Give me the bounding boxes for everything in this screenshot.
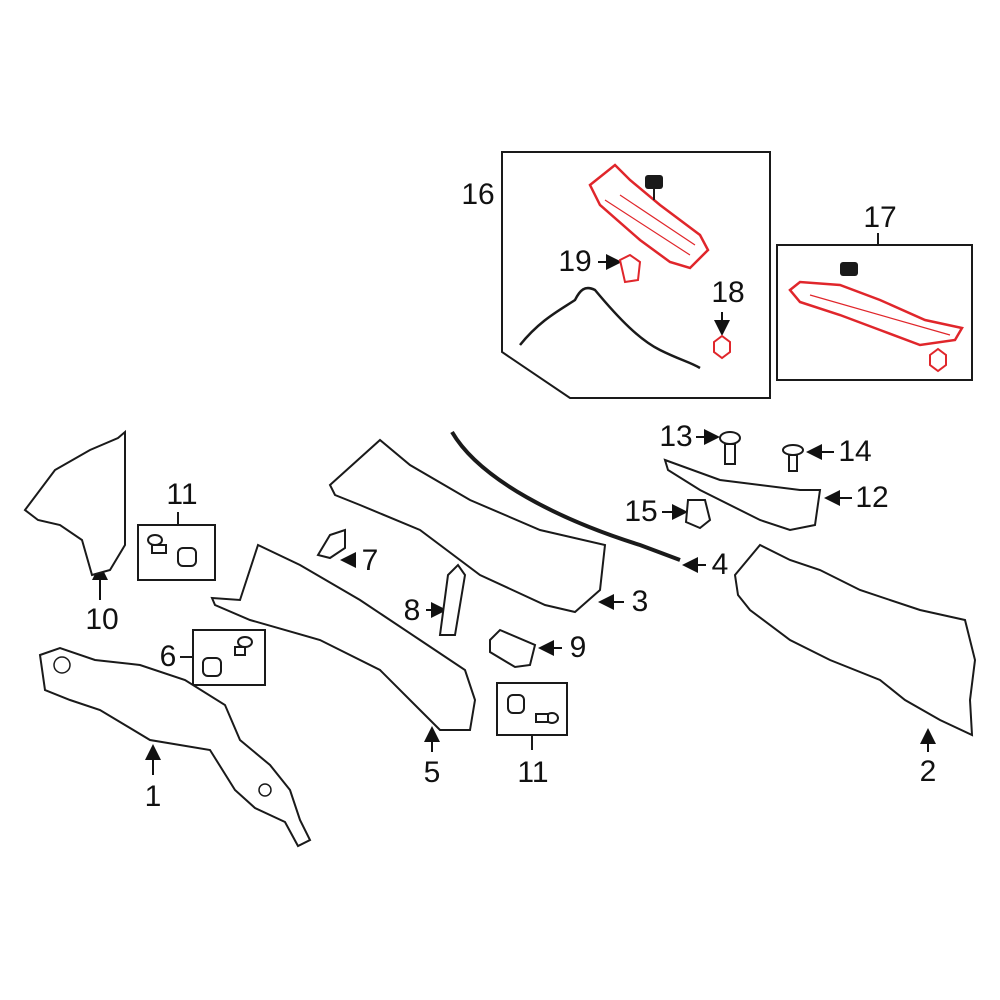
part-19-clip <box>618 253 642 284</box>
part-7-bracket <box>316 528 346 560</box>
group-box-6 <box>192 629 266 686</box>
callout-7: 7 <box>361 544 379 577</box>
callout-14: 14 <box>838 435 872 468</box>
part-11-nut-upper <box>177 547 197 567</box>
callout-19: 19 <box>558 245 592 278</box>
part-3-cowl-panel <box>328 438 607 614</box>
group-box-11-upper <box>137 524 216 581</box>
part-16-washer-hose <box>519 286 701 370</box>
part-10-bracket <box>23 429 126 577</box>
callout-4: 4 <box>711 548 729 581</box>
callout-18: 18 <box>711 276 745 309</box>
part-11-nut-lower <box>507 694 525 714</box>
group-box-16 <box>501 151 771 399</box>
part-13-clip <box>719 431 741 465</box>
callout-15: 15 <box>624 495 658 528</box>
part-12-cowl-extension <box>663 458 822 532</box>
callout-12: 12 <box>855 481 889 514</box>
callout-11-lower: 11 <box>517 756 549 789</box>
part-6-bolt <box>234 636 253 656</box>
part-18-nut <box>713 334 731 360</box>
callout-13: 13 <box>659 420 693 453</box>
callout-9: 9 <box>569 631 587 664</box>
callout-1: 1 <box>144 780 162 813</box>
part-15-bumper <box>684 499 712 530</box>
callout-10: 10 <box>85 603 119 636</box>
part-16-clip <box>645 175 663 200</box>
part-9-grommet <box>489 628 537 669</box>
part-16-cowl-top-left <box>588 163 710 270</box>
callout-17: 17 <box>863 201 897 234</box>
callout-6: 6 <box>159 640 177 673</box>
part-1-dash-panel <box>38 646 312 848</box>
callout-5: 5 <box>423 756 441 789</box>
part-5-cowl-lower <box>210 543 477 731</box>
part-6-nut <box>202 657 222 677</box>
part-17-nut <box>929 347 947 373</box>
callout-2: 2 <box>919 755 937 788</box>
part-11-bolt-lower <box>535 712 559 724</box>
part-4-seal <box>450 430 681 562</box>
callout-11-upper: 11 <box>166 478 198 511</box>
part-11-bolt-upper <box>147 534 167 554</box>
part-17-clip <box>840 262 858 276</box>
part-2-dash-panel <box>733 543 977 737</box>
callout-3: 3 <box>631 585 649 618</box>
part-8-bracket <box>438 563 467 636</box>
group-box-17 <box>776 244 973 381</box>
part-14-bolt <box>782 444 804 472</box>
callout-16: 16 <box>461 178 495 211</box>
callout-8: 8 <box>403 594 421 627</box>
